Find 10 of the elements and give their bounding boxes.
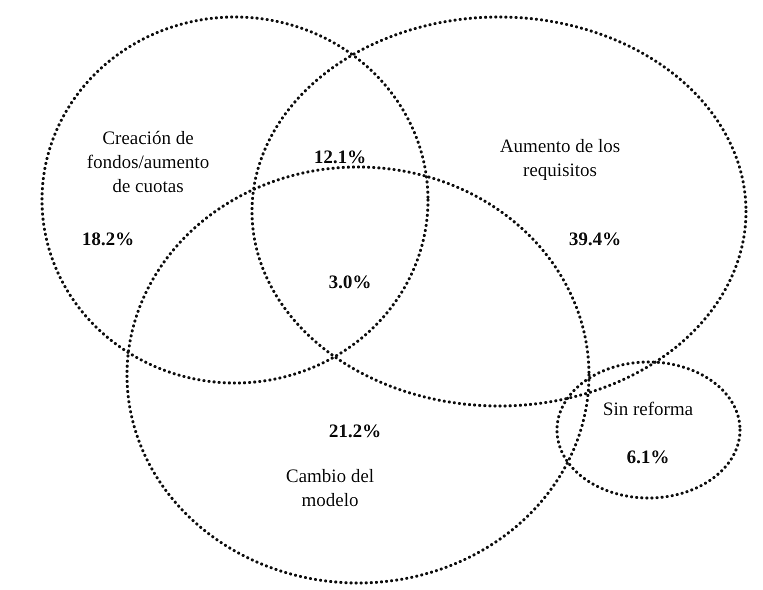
percentage-value: 21.2% bbox=[328, 420, 382, 444]
percentage-value: 12.1% bbox=[312, 146, 368, 170]
percentage-value: 3.0% bbox=[328, 271, 372, 295]
set-label: Aumento de los requisitos bbox=[498, 135, 622, 183]
percentage-value: 39.4% bbox=[568, 228, 622, 252]
percentage-value: 6.1% bbox=[626, 446, 670, 470]
percentage-value: 18.2% bbox=[80, 228, 136, 252]
set-label: Sin reforma bbox=[602, 398, 694, 422]
set-label: Cambio del modelo bbox=[284, 465, 376, 513]
set-label: Creación de fondos/aumento de cuotas bbox=[86, 127, 210, 199]
